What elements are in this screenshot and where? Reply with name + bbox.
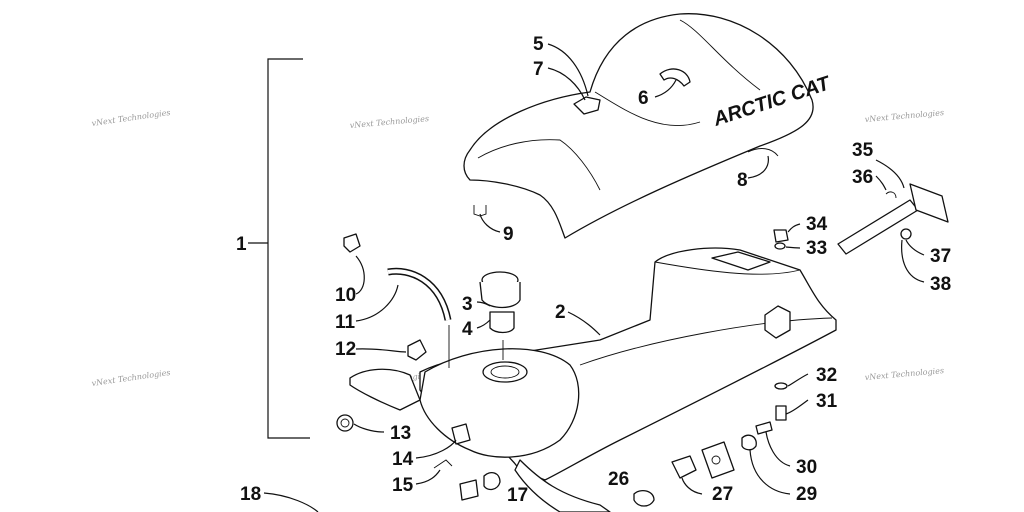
- petcock-17: [459, 479, 479, 501]
- watermark-2: vNext Technologies: [349, 114, 429, 130]
- callout-9: 9: [503, 224, 514, 245]
- callout-4: 4: [462, 319, 473, 340]
- watermark-1: vNext Technologies: [91, 108, 171, 128]
- washer-32: [774, 382, 788, 390]
- tank-lower-rail: [514, 459, 611, 512]
- washer-33: [774, 242, 786, 250]
- callout-labels: 1 2 3 4 5 6 7 8 9 10 11 12 13 14 15 17 1…: [236, 34, 951, 506]
- callout-32: 32: [816, 365, 837, 386]
- callout-30: 30: [796, 457, 817, 478]
- callout-36: 36: [852, 167, 873, 188]
- seat-assembly: ARCTIC CAT: [463, 13, 834, 239]
- callout-31: 31: [816, 391, 838, 412]
- tank-bracket: [349, 368, 421, 411]
- seat-seam-2: [477, 139, 601, 191]
- callout-35: 35: [852, 140, 874, 161]
- tank-label: [451, 423, 471, 445]
- callout-26: 26: [608, 469, 629, 490]
- callout-8: 8: [737, 170, 748, 191]
- callout-7: 7: [533, 59, 544, 80]
- sender-27: [671, 455, 697, 479]
- shroud-ridge: [654, 261, 801, 275]
- tank-filler-inner: [490, 365, 520, 379]
- seat-seam-1: [594, 91, 701, 127]
- callout-2: 2: [555, 302, 566, 323]
- nut-37: [900, 228, 912, 240]
- grommet-26: [633, 489, 655, 507]
- plug-13: [336, 414, 354, 432]
- callout-33: 33: [806, 238, 827, 259]
- callout-10: 10: [335, 285, 356, 306]
- shroud-badge: [764, 305, 791, 339]
- shroud-edge: [579, 317, 833, 366]
- cable-35: [837, 199, 919, 255]
- nut-34: [773, 229, 789, 243]
- seat: [463, 13, 814, 239]
- fuel-cap-gasket: [489, 311, 515, 334]
- fuel-tank-assembly: [349, 247, 837, 512]
- gasket-28: [701, 441, 735, 479]
- callout-17: 17: [507, 485, 528, 506]
- callout-1: 1: [236, 234, 247, 255]
- callout-13: 13: [390, 423, 411, 444]
- callout-18: 18: [240, 484, 261, 505]
- callout-15: 15: [392, 475, 414, 496]
- callout-11: 11: [335, 312, 356, 333]
- callout-5: 5: [533, 34, 544, 55]
- seat-handle: [659, 68, 691, 87]
- fitting-12: [407, 339, 427, 361]
- callout-38: 38: [930, 274, 951, 295]
- clip-15: [433, 459, 453, 469]
- callout-12: 12: [335, 339, 356, 360]
- assembly-bracket: [267, 58, 310, 439]
- plate-36: [909, 183, 949, 223]
- vent-hose-11-inner: [387, 269, 450, 321]
- seat-seam-3: [679, 19, 761, 91]
- callout-37: 37: [930, 246, 951, 267]
- callout-29: 29: [796, 484, 817, 505]
- fuel-cap: [479, 281, 521, 309]
- seat-strap-hook: [747, 148, 779, 157]
- grommet-29: [741, 434, 757, 451]
- watermark-5: vNext Technologies: [91, 368, 171, 388]
- small-parts: [336, 233, 655, 507]
- leader-lines: [263, 43, 925, 512]
- screw-30: [755, 421, 773, 435]
- watermark-4: vNext Technologies: [864, 108, 944, 124]
- right-side-parts: [671, 183, 949, 479]
- fitting-17b: [483, 471, 501, 491]
- clip-36: [885, 191, 897, 199]
- grommet-10: [343, 233, 361, 253]
- shroud-window: [711, 251, 771, 271]
- callout-27: 27: [712, 484, 733, 505]
- watermark-8: vNext Technologies: [864, 366, 944, 382]
- gasket-28-hole: [711, 455, 721, 465]
- callout-14: 14: [392, 449, 414, 470]
- callout-6: 6: [638, 88, 649, 109]
- screw-31: [775, 405, 787, 421]
- tank-filler-neck: [482, 361, 528, 383]
- callout-34: 34: [806, 214, 828, 235]
- plug-13-inner: [340, 418, 350, 428]
- fuel-cap-assembly: [479, 271, 521, 360]
- callout-3: 3: [462, 294, 473, 315]
